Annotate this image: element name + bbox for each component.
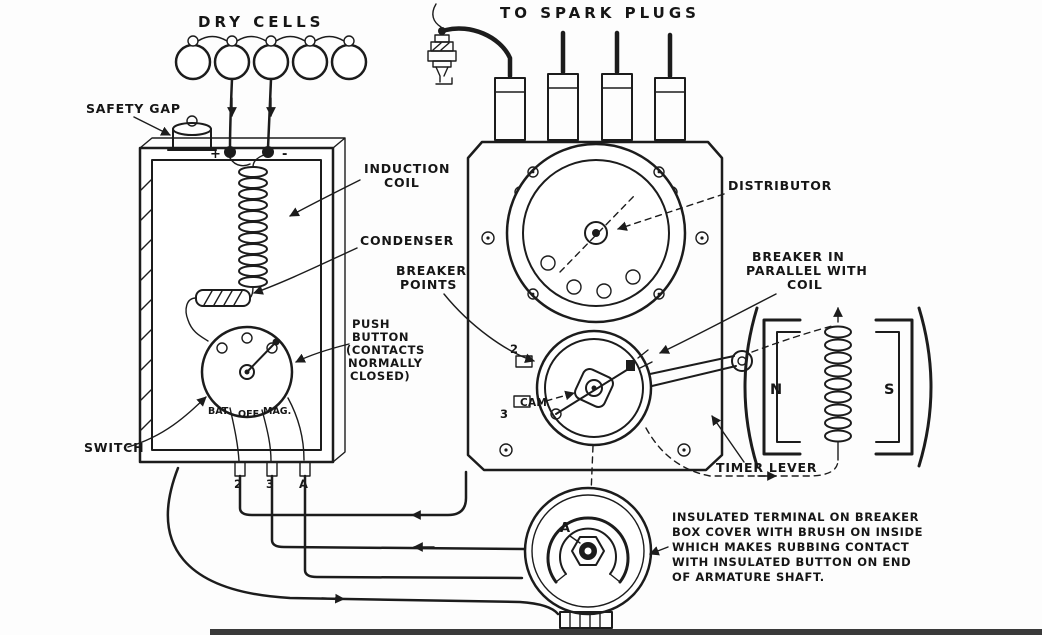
label-condenser: CONDENSER [360, 233, 454, 248]
magnet-pole-s-label: S [884, 382, 895, 398]
label-push-button-3: (CONTACTS [346, 343, 425, 357]
wire-terminal-3-to-cover [270, 474, 526, 551]
safety-gap-device [167, 115, 217, 151]
switch-position-bat: BAT. [208, 406, 231, 417]
label-dry-cells: DRY CELLS [198, 13, 324, 31]
polarity-plus-label: + [210, 147, 222, 162]
cover-terminal-nut [571, 536, 605, 566]
armature-coil [824, 325, 852, 443]
distributor-cap [505, 142, 687, 324]
battery-terminal-plus [224, 146, 236, 158]
switch-position-off: OFF [238, 409, 259, 420]
label-push-button-5: CLOSED) [350, 369, 410, 383]
label-push-button-4: NORMALLY [348, 356, 423, 370]
cover-bottom-tab [559, 611, 613, 629]
polarity-minus-label: - [282, 147, 288, 162]
label-switch: SWITCH [84, 440, 144, 455]
label-timer-lever: TIMER LEVER [716, 460, 817, 475]
label-breaker-parallel-3: COIL [787, 277, 823, 292]
cam-lobe [574, 368, 614, 408]
callouts: DRY CELLS TO SPARK PLUGS SAFETY GAP INDU… [84, 4, 923, 584]
label-push-button-2: BUTTON [352, 330, 409, 344]
box-terminal-a-label: A [299, 477, 309, 491]
label-induction-coil-1: INDUCTION [364, 161, 450, 176]
label-to-spark-plugs: TO SPARK PLUGS [500, 4, 700, 22]
switch-lever [246, 343, 275, 373]
label-breaker-points-2: POINTS [400, 277, 457, 292]
induction-coil [229, 153, 268, 299]
spark-plug-wires [443, 26, 673, 79]
label-cam: CAM [520, 397, 547, 409]
spark-plug [427, 3, 457, 85]
cover-terminal-a-label: A [560, 521, 571, 536]
push-button-switch-dial: BAT. OFF MAG. [200, 325, 305, 462]
label-breaker-parallel-2: PARALLEL WITH [746, 263, 868, 278]
label-induction-coil-2: COIL [384, 175, 420, 190]
wire-ground-loop [166, 466, 560, 616]
label-breaker-points-1: BREAKER [396, 263, 467, 278]
distributor-housing [466, 73, 724, 472]
label-insulated-note-4: WITH INSULATED BUTTON ON END [672, 555, 911, 569]
breaker-arm-pivot [550, 408, 562, 420]
label-breaker-parallel-1: BREAKER IN [752, 249, 845, 264]
breaker-box [513, 329, 753, 543]
timer-lever-arm [649, 350, 753, 387]
magnet-pole-n-label: N [770, 382, 783, 398]
condenser [185, 289, 251, 342]
label-insulated-note-1: INSULATED TERMINAL ON BREAKER [672, 510, 919, 524]
breaker-points-contact [626, 360, 635, 371]
dry-cells [174, 35, 368, 150]
label-distributor: DISTRIBUTOR [728, 178, 832, 193]
label-safety-gap: SAFETY GAP [86, 101, 181, 116]
label-insulated-note-3: WHICH MAKES RUBBING CONTACT [672, 540, 909, 554]
dashed-circuit [645, 325, 839, 481]
wiring [166, 466, 560, 616]
magnet: N S [743, 306, 933, 468]
label-breaker-terminal-3: 3 [500, 407, 509, 421]
wire-terminal-a-to-cover [303, 474, 524, 580]
breaker-box-cover: A [523, 486, 653, 629]
breaker-arm [555, 367, 631, 415]
breaker-terminal-3 [513, 395, 531, 408]
box-terminal-2-label: 2 [234, 477, 243, 491]
label-breaker-terminal-2: 2 [510, 342, 519, 356]
switch-position-mag: MAG. [263, 406, 291, 417]
label-insulated-note-5: OF ARMATURE SHAFT. [672, 570, 825, 584]
label-push-button-1: PUSH [352, 317, 390, 331]
label-insulated-note-2: BOX COVER WITH BRUSH ON INSIDE [672, 525, 923, 539]
box-terminal-3-label: 3 [266, 477, 275, 491]
wire-terminal-2-to-breaker [238, 470, 468, 517]
scan-edge-artifact [210, 629, 1042, 635]
